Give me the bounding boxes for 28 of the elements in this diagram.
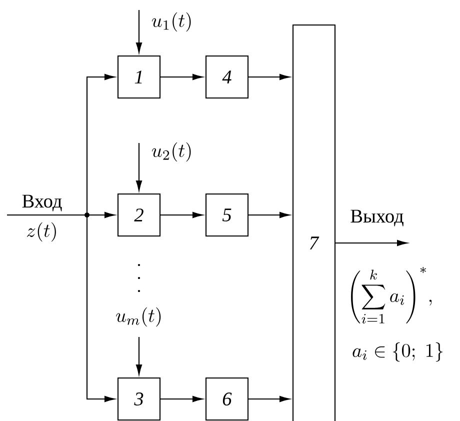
arrow (136, 337, 142, 375)
arrow (87, 212, 115, 218)
arrow (160, 396, 203, 402)
process-box: 6 (205, 377, 249, 421)
edge-label: Выход (348, 208, 406, 228)
process-box: 2 (117, 193, 161, 237)
output-formula: $\left(\sum_{i=1}^{k} a_i\right)^{*}\!,$ (351, 266, 432, 324)
arrow (248, 212, 290, 218)
input-label: $z(t)$ (26, 222, 56, 242)
process-box: 1 (117, 55, 161, 99)
process-box: 5 (205, 193, 249, 237)
arrow (86, 74, 115, 215)
output-formula: $a_i \in \{0;\; 1\}$ (352, 342, 443, 362)
edge-label: $u_m(t)$ (114, 306, 164, 328)
edge-label: $u_1(t)$ (150, 10, 194, 34)
arrow (248, 74, 290, 80)
process-box: 3 (117, 377, 161, 421)
arrow (136, 143, 142, 191)
arrow (160, 212, 203, 218)
arrow (86, 215, 115, 402)
arrow (160, 74, 203, 80)
arrow (136, 10, 142, 53)
input-label: Вход (22, 194, 62, 212)
process-box: 4 (205, 55, 249, 99)
arrow (336, 240, 408, 246)
combiner-box: 7 (292, 24, 336, 421)
edge-label: $u_2(t)$ (150, 140, 194, 164)
arrow (248, 396, 290, 402)
